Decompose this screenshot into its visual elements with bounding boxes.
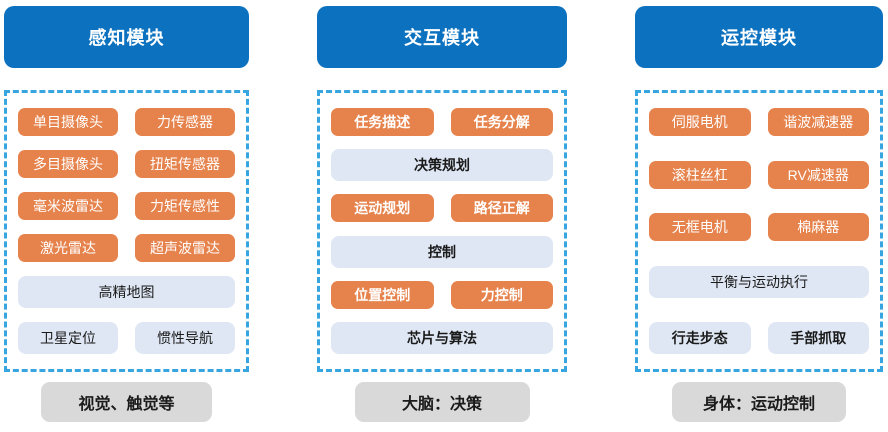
function-chip: 手部抓取 — [767, 322, 869, 354]
module-title: 运控模块 — [721, 28, 797, 48]
chip-row: 位置控制力控制 — [331, 280, 553, 309]
chip-row: 伺服电机谐波减速器 — [649, 108, 869, 136]
component-chip: 力传感器 — [135, 108, 235, 136]
module-footer: 大脑：决策 — [354, 382, 530, 422]
module-header: 感知模块 — [4, 6, 249, 68]
chip-row: 平衡与运动执行 — [649, 265, 869, 298]
component-chip: 棉麻器 — [767, 213, 869, 241]
component-chip: 位置控制 — [331, 280, 434, 309]
chip-row: 毫米波雷达力矩传感性 — [18, 192, 235, 220]
module-footer-label: 身体：运动控制 — [702, 396, 815, 413]
module-column: 感知模块 单目摄像头力传感器多目摄像头扭矩传感器毫米波雷达力矩传感性激光雷达超声… — [4, 6, 249, 432]
module-header: 交互模块 — [317, 6, 567, 68]
function-chip: 卫星定位 — [18, 322, 118, 354]
chip-row: 控制 — [331, 235, 553, 268]
module-footer-label: 视觉、触觉等 — [78, 396, 175, 413]
component-chip: 运动规划 — [331, 194, 434, 223]
module-footer: 视觉、触觉等 — [40, 382, 213, 422]
chip-row: 行走步态手部抓取 — [649, 322, 869, 354]
component-chip: 扭矩传感器 — [135, 150, 235, 178]
component-chip: 毫米波雷达 — [18, 192, 118, 220]
component-chip: 滚柱丝杠 — [649, 160, 751, 189]
component-chip: 任务分解 — [450, 108, 553, 136]
function-chip: 控制 — [331, 235, 553, 268]
chip-row: 滚柱丝杠 RV减速器 — [649, 160, 869, 189]
component-chip: 激光雷达 — [18, 234, 118, 262]
function-chip: 决策规划 — [331, 149, 553, 182]
component-chip: 路径正解 — [450, 194, 553, 223]
module-items-box: 单目摄像头力传感器多目摄像头扭矩传感器毫米波雷达力矩传感性激光雷达超声波雷达高精… — [4, 90, 249, 372]
function-chip: 芯片与算法 — [331, 321, 553, 354]
module-title: 感知模块 — [88, 28, 165, 48]
chip-row: 任务描述任务分解 — [331, 108, 553, 136]
chip-row: 单目摄像头力传感器 — [18, 108, 235, 136]
component-chip: 单目摄像头 — [18, 108, 118, 136]
function-chip: 平衡与运动执行 — [649, 265, 869, 298]
component-chip: 力控制 — [450, 280, 553, 309]
chip-row: 激光雷达超声波雷达 — [18, 234, 235, 262]
module-column: 交互模块 任务描述任务分解决策规划运动规划路径正解控制位置控制力控制芯片与算法 … — [317, 6, 567, 432]
module-header: 运控模块 — [635, 6, 883, 68]
chip-row: 运动规划路径正解 — [331, 194, 553, 223]
chip-row: 卫星定位惯性导航 — [18, 322, 235, 354]
chip-row: 多目摄像头扭矩传感器 — [18, 150, 235, 178]
component-chip: 多目摄像头 — [18, 150, 118, 178]
module-items-box: 任务描述任务分解决策规划运动规划路径正解控制位置控制力控制芯片与算法 — [317, 90, 567, 372]
component-chip: 谐波减速器 — [767, 108, 869, 136]
chip-row: 芯片与算法 — [331, 321, 553, 354]
module-footer: 身体：运动控制 — [672, 382, 846, 422]
function-chip: 惯性导航 — [135, 322, 235, 354]
chip-row: 决策规划 — [331, 149, 553, 182]
chip-row: 高精地图 — [18, 276, 235, 308]
module-title: 交互模块 — [404, 28, 480, 48]
component-chip: 力矩传感性 — [135, 192, 235, 220]
component-chip: RV减速器 — [767, 160, 869, 189]
component-chip: 无框电机 — [649, 213, 751, 241]
function-chip: 高精地图 — [18, 276, 235, 308]
component-chip: 超声波雷达 — [135, 234, 235, 262]
function-chip: 行走步态 — [649, 322, 751, 354]
chip-row: 无框电机棉麻器 — [649, 213, 869, 241]
module-footer-label: 大脑：决策 — [401, 396, 482, 413]
component-chip: 伺服电机 — [649, 108, 751, 136]
component-chip: 任务描述 — [331, 108, 434, 136]
